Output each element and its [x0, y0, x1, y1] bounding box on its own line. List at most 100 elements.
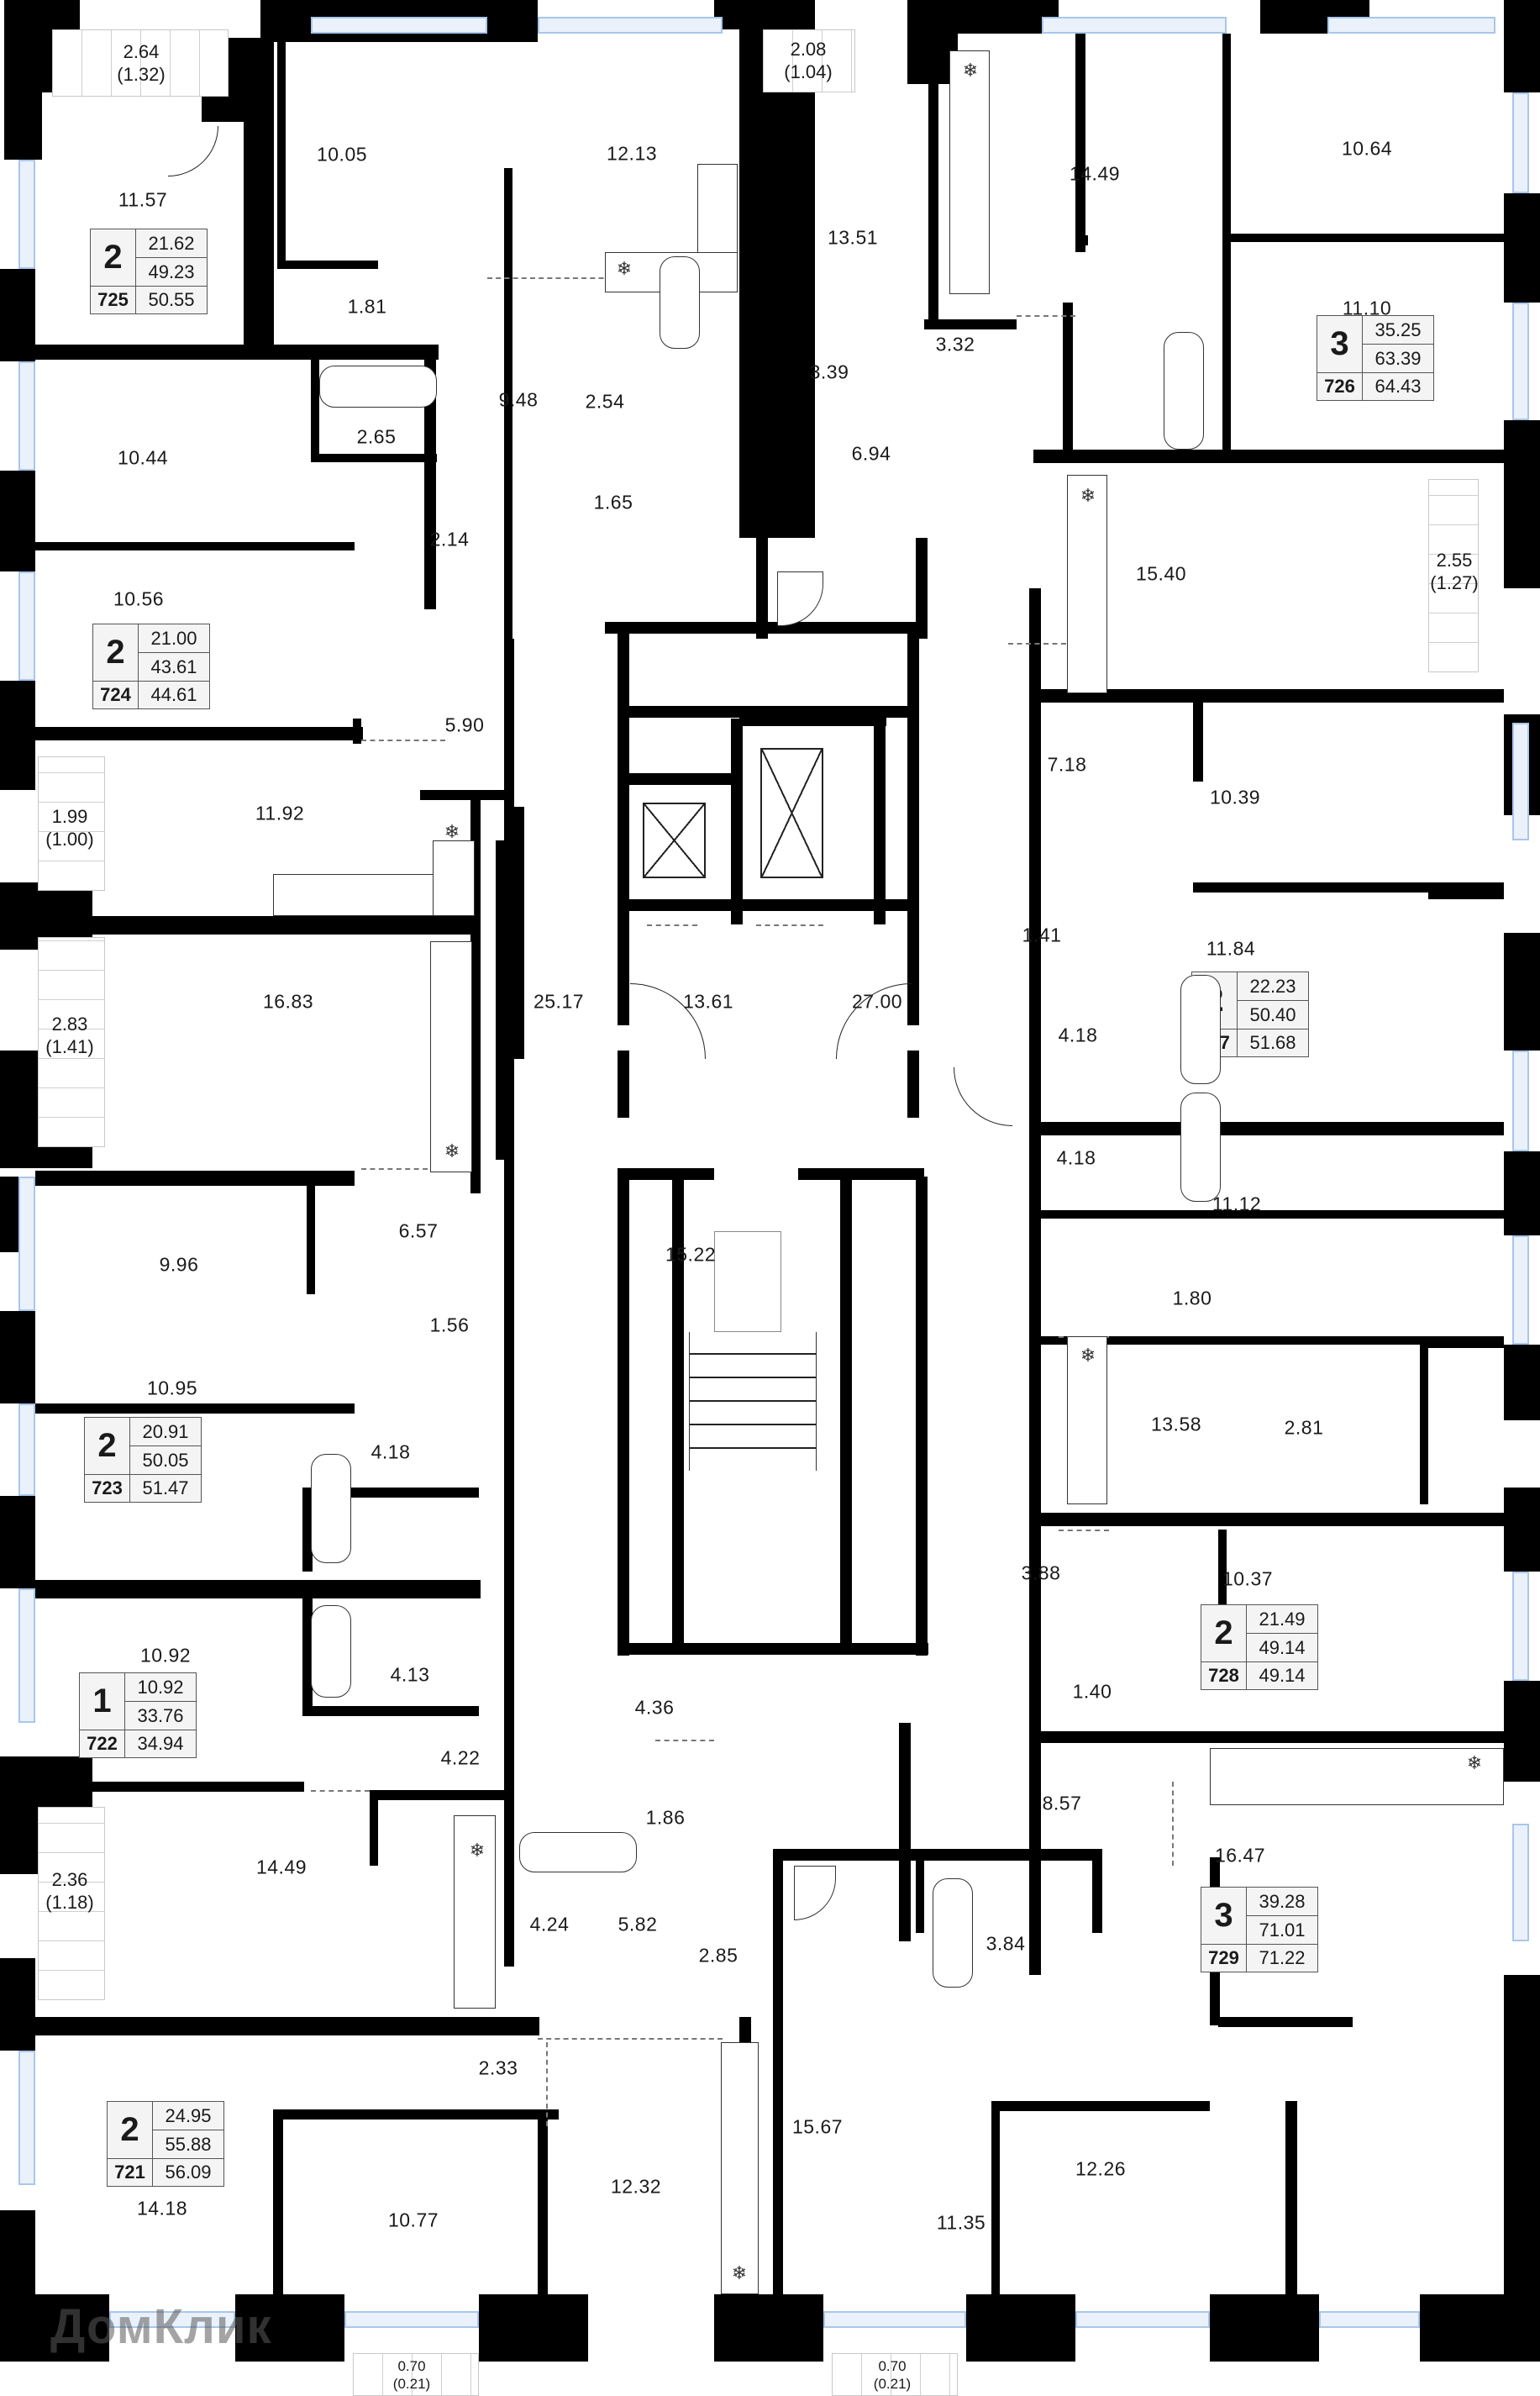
apartment-info-726[interactable]: 3 35.25 63.39 726 64.43: [1317, 315, 1434, 401]
core-wall: [605, 622, 924, 634]
window-bottom: [344, 2311, 479, 2328]
balcony: [832, 2353, 958, 2396]
fridge-icon: ❄: [444, 821, 460, 842]
wall: [35, 1782, 304, 1792]
balcony-area-label: 2.64 (1.32): [117, 41, 166, 85]
room-area-label: 4.18: [371, 1440, 411, 1463]
room-area-label: 2.54: [585, 390, 625, 413]
fridge-icon: ❄: [962, 60, 979, 81]
wall: [273, 2109, 559, 2120]
wall: [1428, 891, 1504, 899]
area: 33.76: [125, 1702, 196, 1730]
balcony-area-label: 2.55 (1.27): [1430, 550, 1479, 593]
wall: [1420, 1336, 1428, 1504]
window-right: [1512, 1572, 1529, 1681]
room-area-label: 12.32: [610, 2175, 662, 2198]
kitchen-counter: [430, 941, 472, 1172]
apartment-info-725[interactable]: 2 21.62 49.23 725 50.55: [90, 229, 208, 314]
corridor-area-label: 25.17: [533, 990, 585, 1013]
wall-left-pier: [0, 471, 35, 571]
window-right: [1512, 723, 1529, 840]
wall: [1222, 34, 1231, 454]
stairwell-wall: [916, 1177, 928, 1656]
apartment-info-729[interactable]: 3 39.28 71.01 729 71.22: [1201, 1887, 1318, 1972]
bathtub: [660, 256, 700, 349]
room-area-label: 11.92: [255, 802, 305, 824]
door-swing[interactable]: [954, 1067, 1012, 1126]
balcony: [763, 29, 855, 92]
apartment-info-724[interactable]: 2 21.00 43.61 724 44.61: [92, 624, 210, 709]
corridor-wall-right: [1029, 588, 1041, 1975]
staircase: [689, 1332, 817, 1471]
wall: [1285, 2101, 1297, 2294]
room-area-label: 15.67: [791, 2115, 844, 2138]
door-swing[interactable]: [168, 126, 218, 176]
wall-right-pier: [1504, 420, 1540, 588]
apartment-info-723[interactable]: 2 20.91 50.05 723 51.47: [84, 1417, 202, 1503]
wall: [35, 345, 439, 360]
balcony-area-label: 1.99 (1.00): [45, 806, 94, 850]
living-area: 21.62: [136, 229, 207, 258]
total-area: 34.94: [137, 1733, 184, 1754]
core-wall: [618, 1051, 629, 1118]
wall-bottom: [1420, 2294, 1540, 2362]
room-area-label: 12.13: [606, 142, 658, 165]
wall-left-pier: [0, 1496, 35, 1588]
total-area: 64.43: [1374, 376, 1422, 397]
room-area-label: 3.84: [985, 1932, 1026, 1955]
core-wall: [622, 773, 731, 785]
wall: [273, 2109, 283, 2303]
door-swing[interactable]: [836, 983, 912, 1059]
wall: [916, 1849, 924, 1933]
balcony: [38, 937, 105, 1147]
apartment-info-728[interactable]: 2 21.49 49.14 728 49.14: [1201, 1604, 1318, 1690]
watermark: ДомКлик: [50, 2299, 272, 2354]
stair-landing: [714, 1231, 781, 1332]
apartment-info-721[interactable]: 2 24.95 55.88 721 56.09: [107, 2101, 224, 2187]
room-count: 3: [1201, 1888, 1247, 1945]
corridor-wall: [899, 1723, 911, 1941]
wall: [370, 1790, 378, 1866]
apartment-number: 724: [93, 682, 139, 708]
room-area-label: 5.82: [618, 1913, 658, 1935]
wall-bottom: [966, 2294, 1075, 2362]
wall-right-pier: [1504, 933, 1540, 1051]
window-right: [1512, 92, 1529, 193]
bathtub: [1164, 332, 1204, 450]
wall: [1193, 882, 1504, 893]
stairwell-wall: [840, 1177, 852, 1647]
window-top-1: [311, 17, 487, 34]
wall-right-pier: [1504, 1345, 1540, 1420]
window-bottom: [1319, 2311, 1420, 2328]
apartment-info-722[interactable]: 1 10.92 33.76 722 34.94: [79, 1672, 197, 1758]
wall: [1033, 450, 1504, 463]
room-area-label: 4.22: [440, 1746, 481, 1769]
apartment-number: 726: [1317, 373, 1363, 400]
total-area: 44.61: [150, 684, 197, 705]
room-area-label: 9.48: [498, 388, 539, 411]
stairwell-wall: [618, 1168, 714, 1180]
fridge-icon: ❄: [616, 258, 633, 279]
wall: [307, 1185, 315, 1294]
zone-divider: [361, 1168, 445, 1170]
wall: [1075, 235, 1088, 245]
core-wall: [874, 714, 886, 924]
elevator-shaft-large: [760, 748, 823, 878]
kitchen-counter: [1210, 1748, 1504, 1805]
room-area-label: 2.33: [478, 2056, 518, 2079]
window-right: [1512, 1824, 1529, 1941]
balcony-area-label: 0.70 (0.21): [392, 2358, 431, 2392]
room-area-label: 7.18: [1047, 753, 1087, 776]
core-wall: [731, 719, 743, 924]
window-top-2: [538, 17, 723, 34]
corridor-wall-left: [504, 639, 514, 1967]
wall: [277, 261, 378, 269]
wall-bottom: [0, 2294, 109, 2362]
fridge-icon: ❄: [1080, 1345, 1096, 1366]
shower-tray: [777, 571, 823, 626]
wall-left-pier: [0, 269, 35, 361]
living-area: 21.00: [139, 624, 209, 653]
zone-divider: [1008, 643, 1084, 645]
window-right: [1512, 1051, 1529, 1151]
stairwell-area-label: 15.22: [665, 1243, 717, 1266]
